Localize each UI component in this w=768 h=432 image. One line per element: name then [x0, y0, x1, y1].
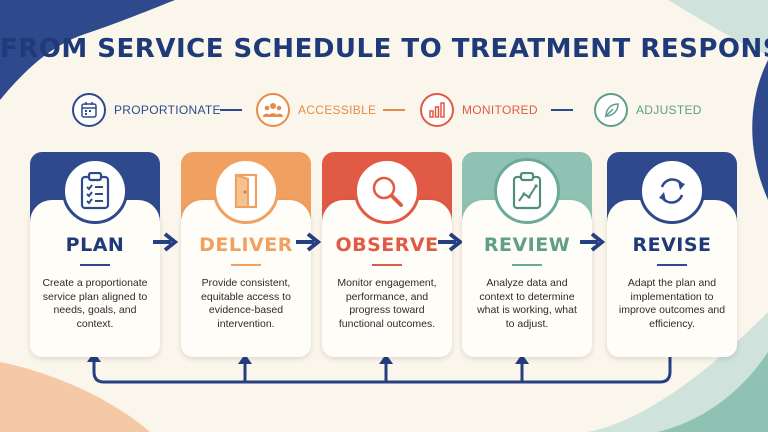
cycle-arrows-icon — [639, 158, 705, 224]
step-rule — [372, 264, 402, 266]
principle-adjusted: ADJUSTED — [594, 92, 702, 128]
step-card-plan: PLAN Create a proportionate service plan… — [30, 152, 160, 357]
bottom-right-blob — [588, 312, 768, 432]
top-right-blob — [668, 0, 768, 55]
step-description: Adapt the plan and implementation to imp… — [618, 277, 726, 330]
card-body — [30, 200, 160, 357]
card-body — [462, 200, 592, 357]
principle-proportionate: PROPORTIONATE — [72, 92, 221, 128]
step-name: REVISE — [632, 234, 712, 256]
leaf-icon — [594, 93, 628, 127]
step-card-deliver: DELIVER Provide consistent, equitable ac… — [181, 152, 311, 357]
step-description: Create a proportionate service plan alig… — [42, 277, 148, 330]
step-description: Provide consistent, equitable access to … — [201, 277, 291, 330]
card-body — [322, 200, 452, 357]
card-body — [607, 200, 737, 357]
principle-accessible: ACCESSIBLE — [256, 92, 376, 128]
calendar-icon — [72, 93, 106, 127]
step-description: Analyze data and context to determine wh… — [477, 277, 577, 330]
step-description: Monitor engagement, performance, and pro… — [337, 277, 437, 330]
page-title: FROM SERVICE SCHEDULE TO TREATMENT RESPO… — [0, 34, 768, 64]
clipboard-checklist-icon — [62, 158, 128, 224]
principle-connector — [220, 109, 242, 111]
arrow-right-icon — [580, 232, 606, 252]
right-blob — [752, 60, 768, 200]
arrow-right-icon — [438, 232, 464, 252]
principle-connector — [551, 109, 573, 111]
step-name: PLAN — [65, 234, 125, 256]
step-card-revise: REVISE Adapt the plan and implementation… — [607, 152, 737, 357]
open-door-icon — [213, 158, 279, 224]
arrow-right-icon — [296, 232, 322, 252]
step-rule — [657, 264, 687, 266]
principle-monitored: MONITORED — [420, 92, 538, 128]
step-rule — [512, 264, 542, 266]
principle-label: MONITORED — [462, 103, 538, 117]
arrow-right-icon — [153, 232, 179, 252]
principle-connector — [383, 109, 405, 111]
step-name: DELIVER — [199, 234, 293, 256]
principle-label: ACCESSIBLE — [298, 103, 377, 117]
principle-label: ADJUSTED — [636, 103, 702, 117]
step-rule — [80, 264, 110, 266]
step-card-review: REVIEW Analyze data and context to deter… — [462, 152, 592, 357]
card-body — [181, 200, 311, 357]
magnifier-icon — [354, 158, 420, 224]
bottom-left-blob — [0, 362, 150, 432]
people-icon — [256, 93, 290, 127]
step-rule — [231, 264, 261, 266]
chart-clipboard-icon — [494, 158, 560, 224]
step-name: REVIEW — [483, 234, 571, 256]
top-left-blob — [0, 0, 175, 100]
step-name: OBSERVE — [335, 234, 439, 256]
bar-chart-icon — [420, 93, 454, 127]
step-card-observe: OBSERVE Monitor engagement, performance,… — [322, 152, 452, 357]
principle-label: PROPORTIONATE — [114, 103, 221, 117]
